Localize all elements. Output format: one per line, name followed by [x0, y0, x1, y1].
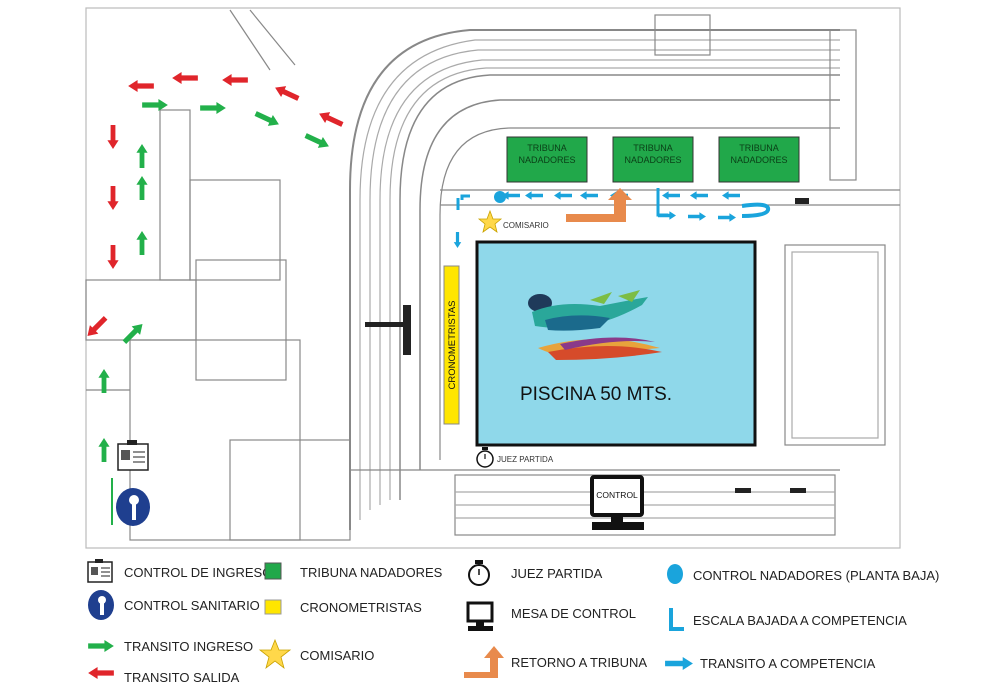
id-card-icon	[117, 440, 149, 471]
swimmer-logo-icon	[528, 290, 662, 360]
stairs-icon	[656, 188, 668, 217]
legend-transito-competencia: TRANSITO A COMPETENCIA	[665, 656, 876, 671]
stairs-icon	[669, 608, 684, 631]
juez-label: JUEZ PARTIDA	[497, 455, 554, 464]
juez-marker[interactable]: JUEZ PARTIDA	[476, 447, 554, 468]
competition-arrows	[453, 188, 771, 248]
legend-control-ingreso-label: CONTROL DE INGRESO	[124, 565, 272, 580]
legend-transito-competencia-label: TRANSITO A COMPETENCIA	[700, 656, 876, 671]
legend-comisario-label: COMISARIO	[300, 648, 374, 663]
pillar-marks	[365, 198, 809, 493]
legend-escala: ESCALA BAJADA A COMPETENCIA	[669, 608, 907, 631]
legend-cronometristas: CRONOMETRISTAS	[264, 599, 422, 615]
legend-control-sanitario: CONTROL SANITARIO	[88, 590, 260, 620]
stopwatch-icon	[476, 447, 494, 468]
tribune-label-1: TRIBUNA NADADORES	[518, 143, 576, 165]
legend-juez-label: JUEZ PARTIDA	[511, 566, 603, 581]
monitor-icon	[466, 601, 494, 631]
tribune-label-3: TRIBUNA NADADORES	[730, 143, 788, 165]
legend-mesa: MESA DE CONTROL	[466, 601, 636, 631]
legend-escala-label: ESCALA BAJADA A COMPETENCIA	[693, 613, 907, 628]
green-square-icon	[264, 562, 282, 580]
yellow-square-icon	[264, 599, 282, 615]
control-label: CONTROL	[596, 490, 638, 500]
tribune-2[interactable]	[612, 136, 694, 183]
legend-cronometristas-label: CRONOMETRISTAS	[300, 600, 422, 615]
legend-control-ingreso: CONTROL DE INGRESO	[87, 559, 272, 583]
sanitary-marker[interactable]	[116, 488, 150, 526]
legend-retorno: RETORNO A TRIBUNA	[464, 646, 647, 678]
red-arrow-icon	[88, 667, 114, 679]
legend-mesa-label: MESA DE CONTROL	[511, 606, 636, 621]
legend-tribuna: TRIBUNA NADADORES	[264, 562, 443, 580]
star-icon	[258, 638, 292, 670]
comisario-label: COMISARIO	[503, 221, 549, 230]
star-icon	[477, 209, 503, 233]
control-desk[interactable]: CONTROL	[590, 475, 644, 530]
stopwatch-icon	[468, 560, 490, 586]
legend-juez: JUEZ PARTIDA	[468, 560, 603, 586]
exit-arrows	[83, 72, 345, 341]
legend-control-nadadores-label: CONTROL NADADORES (PLANTA BAJA)	[693, 568, 939, 583]
return-arrow-icon	[464, 646, 504, 678]
green-arrow-icon	[88, 640, 114, 652]
legend-transito-salida: TRANSITO SALIDA	[88, 667, 240, 685]
building-plan	[85, 7, 901, 549]
thermometer-icon	[116, 488, 150, 526]
blue-dot-icon	[667, 564, 683, 584]
legend: CONTROL DE INGRESO CONTROL SANITARIO TRA…	[87, 559, 939, 685]
control-nadadores-dot[interactable]	[494, 191, 506, 203]
legend-control-nadadores: CONTROL NADADORES (PLANTA BAJA)	[667, 564, 939, 584]
legend-tribuna-label: TRIBUNA NADADORES	[300, 565, 443, 580]
comisario-marker[interactable]: COMISARIO	[477, 209, 549, 233]
tribune-label-2: TRIBUNA NADADORES	[624, 143, 682, 165]
legend-transito-ingreso: TRANSITO INGRESO	[88, 639, 253, 654]
thermometer-icon	[88, 590, 114, 620]
timekeepers-label: CRONOMETRISTAS	[447, 300, 458, 389]
id-card-icon	[87, 559, 113, 583]
legend-control-sanitario-label: CONTROL SANITARIO	[124, 598, 260, 613]
id-card-marker[interactable]	[117, 440, 149, 471]
pool-label: PISCINA 50 MTS.	[520, 384, 672, 405]
legend-comisario: COMISARIO	[258, 638, 374, 670]
blue-arrow-icon	[665, 657, 693, 670]
legend-transito-salida-label: TRANSITO SALIDA	[124, 670, 240, 685]
legend-transito-ingreso-label: TRANSITO INGRESO	[124, 639, 253, 654]
pool[interactable]: PISCINA 50 MTS.	[475, 240, 757, 447]
tribune-1[interactable]	[0, 0, 588, 183]
timekeepers-area[interactable]: CRONOMETRISTAS	[443, 265, 460, 425]
tribune-3[interactable]	[718, 136, 800, 183]
return-arrow-icon	[566, 188, 632, 222]
legend-retorno-label: RETORNO A TRIBUNA	[511, 655, 647, 670]
monitor-icon	[590, 475, 644, 530]
